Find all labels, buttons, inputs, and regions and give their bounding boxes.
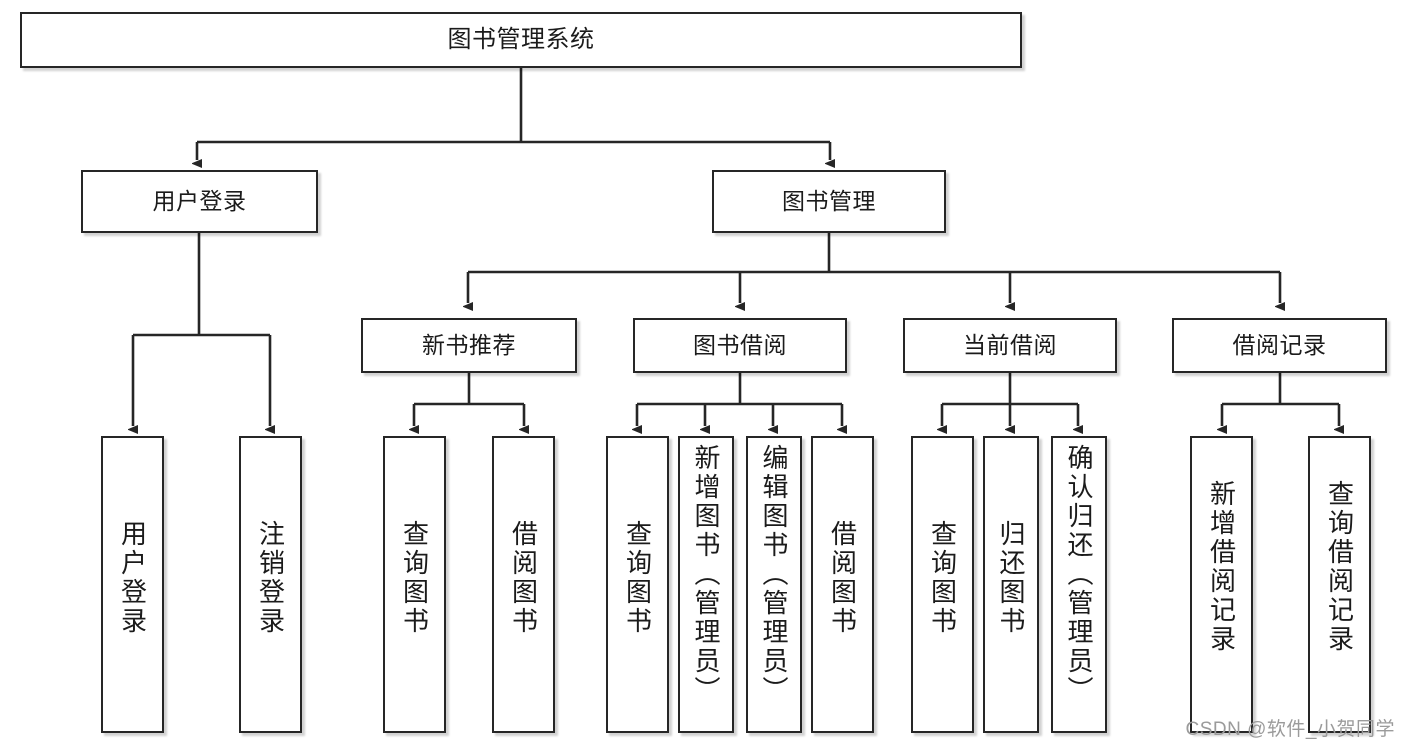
leaf-add-book[interactable]: 新增图书（管理员） [678, 436, 734, 733]
leaf-add-book-label: 新增图书（管理员） [691, 444, 722, 705]
node-current-borrow[interactable]: 当前借阅 [903, 318, 1117, 373]
leaf-confirm-return[interactable]: 确认归还（管理员） [1051, 436, 1107, 733]
leaf-borrow-book-1-label: 借阅图书 [508, 520, 539, 636]
node-book-borrow-label: 图书借阅 [693, 332, 787, 358]
leaf-borrow-book-2[interactable]: 借阅图书 [811, 436, 874, 733]
node-book-manage-label: 图书管理 [782, 188, 876, 214]
leaf-add-record-label: 新增借阅记录 [1206, 480, 1237, 654]
node-book-borrow[interactable]: 图书借阅 [633, 318, 847, 373]
node-user-login-label: 用户登录 [152, 188, 247, 214]
node-root-label: 图书管理系统 [447, 26, 595, 53]
leaf-query-book-3[interactable]: 查询图书 [911, 436, 974, 733]
leaf-user-login-label: 用户登录 [117, 520, 148, 636]
watermark: CSDN @软件_小贺同学 [1185, 719, 1395, 740]
leaf-edit-book[interactable]: 编辑图书（管理员） [746, 436, 802, 733]
leaf-borrow-book-1[interactable]: 借阅图书 [492, 436, 555, 733]
leaf-query-book-2-label: 查询图书 [622, 520, 653, 636]
node-root[interactable]: 图书管理系统 [20, 12, 1022, 68]
leaf-query-record-label: 查询借阅记录 [1324, 480, 1355, 654]
node-current-borrow-label: 当前借阅 [963, 332, 1057, 358]
leaf-user-login[interactable]: 用户登录 [101, 436, 164, 733]
leaf-query-record[interactable]: 查询借阅记录 [1308, 436, 1371, 733]
leaf-return-book[interactable]: 归还图书 [983, 436, 1039, 733]
leaf-query-book-2[interactable]: 查询图书 [606, 436, 669, 733]
node-borrow-record-label: 借阅记录 [1232, 332, 1327, 358]
leaf-query-book-1[interactable]: 查询图书 [383, 436, 446, 733]
leaf-edit-book-label: 编辑图书（管理员） [759, 444, 790, 705]
node-book-manage[interactable]: 图书管理 [712, 170, 946, 233]
node-new-book-recommend[interactable]: 新书推荐 [361, 318, 577, 373]
leaf-logout-login-label: 注销登录 [255, 520, 286, 636]
leaf-query-book-3-label: 查询图书 [927, 520, 958, 636]
leaf-borrow-book-2-label: 借阅图书 [827, 520, 858, 636]
leaf-confirm-return-label: 确认归还（管理员） [1064, 444, 1095, 705]
node-borrow-record[interactable]: 借阅记录 [1172, 318, 1387, 373]
node-user-login[interactable]: 用户登录 [81, 170, 318, 233]
leaf-query-book-1-label: 查询图书 [399, 520, 430, 636]
node-new-book-recommend-label: 新书推荐 [422, 332, 516, 358]
leaf-return-book-label: 归还图书 [996, 520, 1027, 636]
leaf-logout-login[interactable]: 注销登录 [239, 436, 302, 733]
leaf-add-record[interactable]: 新增借阅记录 [1190, 436, 1253, 733]
